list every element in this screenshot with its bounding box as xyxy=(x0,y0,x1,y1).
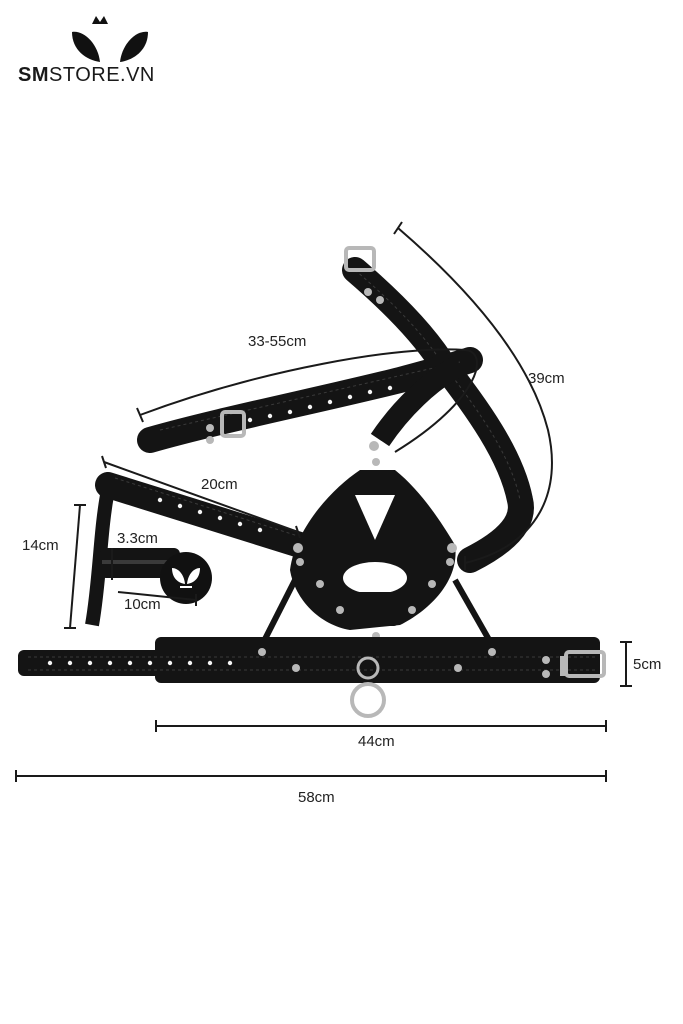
label-collar-total: 58cm xyxy=(298,789,335,806)
side-buckle-icon xyxy=(220,410,246,438)
label-collar-width: 5cm xyxy=(633,656,662,673)
label-gag-length: 10cm xyxy=(124,596,161,613)
label-short-strap: 20cm xyxy=(201,476,238,493)
sm-store-logo-icon xyxy=(72,16,148,62)
collar-strap xyxy=(155,637,600,683)
label-side-strap: 39cm xyxy=(528,370,565,387)
sm-badge-icon xyxy=(160,552,212,604)
dimension-lines xyxy=(15,221,632,782)
label-collar-inner: 44cm xyxy=(358,733,395,750)
label-gag-diameter: 3.3cm xyxy=(117,530,158,547)
store-logo-text: SMSTORE.VN xyxy=(18,64,155,87)
collar-o-ring-icon xyxy=(350,682,386,718)
label-gag-height: 14cm xyxy=(22,537,59,554)
logo-domain: STORE.VN xyxy=(49,64,155,86)
mask-panel xyxy=(290,470,456,630)
logo-brand: SM xyxy=(18,64,49,86)
label-top-strap: 33-55cm xyxy=(248,333,307,350)
top-buckle-icon xyxy=(344,246,376,272)
